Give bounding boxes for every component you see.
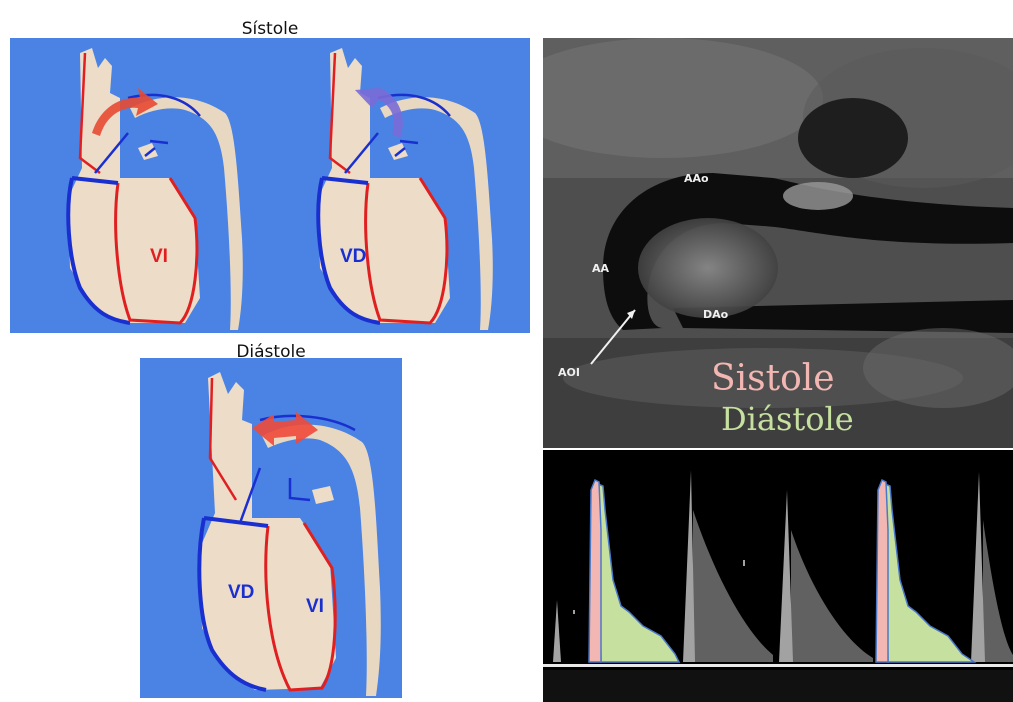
ultrasound-image: AAo AA DAo AOI Sistole Diástole	[543, 38, 1013, 448]
chamber-label-vi-systole: VI	[150, 246, 168, 267]
chamber-label-vi-diastole: VI	[306, 596, 324, 617]
label-aoi: AOI	[558, 366, 580, 379]
label-aao: AAo	[684, 172, 709, 185]
diastole-region-2	[885, 484, 974, 662]
legend-diastole: Diástole	[721, 400, 854, 438]
label-dao: DAo	[703, 308, 729, 321]
legend-systole: Sistole	[711, 358, 835, 399]
heart-illustration-systole-right: VD	[318, 48, 493, 330]
diastole-panel: VD VI	[140, 358, 402, 698]
heart-illustration-diastole: VD VI	[199, 372, 380, 696]
systole-region-1	[589, 480, 601, 662]
chamber-label-vd-diastole: VD	[228, 582, 254, 603]
label-aa: AA	[592, 262, 610, 275]
systole-region-2	[876, 480, 888, 662]
doppler-tracing	[543, 450, 1013, 702]
chamber-label-vd-systole: VD	[340, 246, 366, 267]
diastole-region-1	[598, 484, 679, 662]
systole-title: Sístole	[10, 19, 530, 39]
systole-panel: VI VD	[10, 38, 530, 333]
heart-illustration-systole-left: VI	[68, 48, 243, 330]
